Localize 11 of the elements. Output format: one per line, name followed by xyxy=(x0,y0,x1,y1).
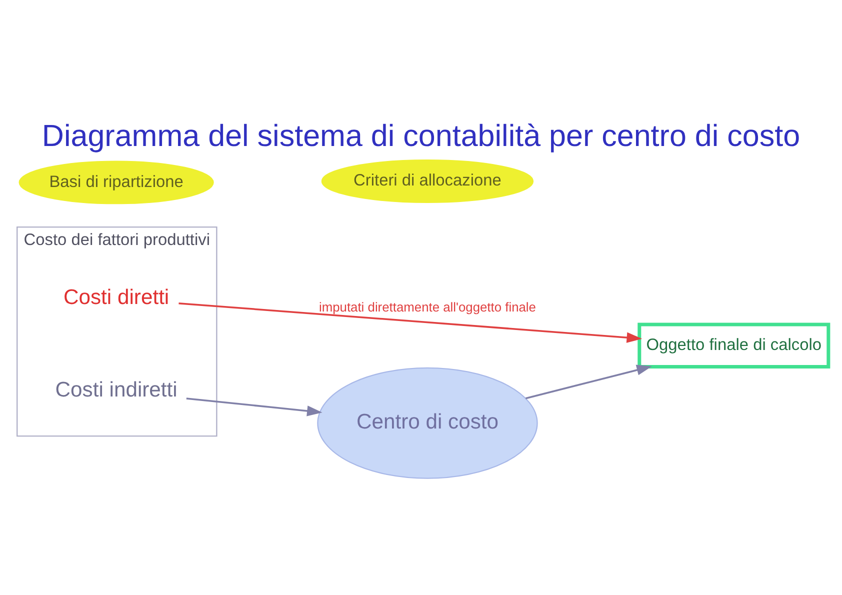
arrow xyxy=(525,364,652,400)
node-ellipse: Basi di ripartizione xyxy=(18,160,214,204)
node-text: Costi indiretti xyxy=(55,378,178,402)
arrow xyxy=(186,398,322,416)
node-ellipse: Centro di costo xyxy=(317,367,538,479)
diagram-title: Diagramma del sistema di contabilità per centro di costo xyxy=(42,118,800,153)
node-box: Oggetto finale di calcolo xyxy=(638,322,830,369)
edge-label: imputati direttamente all'oggetto finale xyxy=(318,299,536,314)
node-text: Costi diretti xyxy=(63,286,170,309)
node-ellipse: Criteri di allocazione xyxy=(321,160,534,203)
arrow xyxy=(178,302,642,343)
